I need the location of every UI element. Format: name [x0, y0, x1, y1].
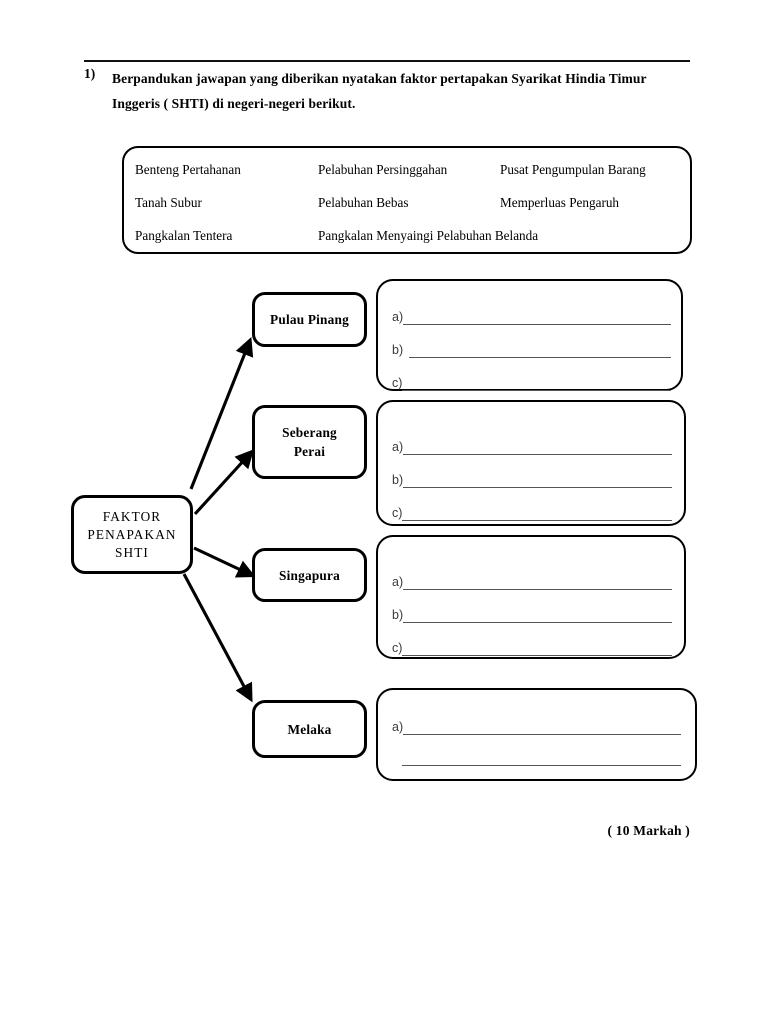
- arrow-to-melaka: [182, 573, 253, 703]
- answer-row[interactable]: c): [392, 358, 671, 391]
- state-label-line: Melaka: [287, 721, 332, 737]
- answer-lines: a) b) c): [392, 557, 672, 656]
- state-box-seberang-perai: Seberang Perai: [252, 405, 367, 479]
- answer-blank-line[interactable]: [403, 608, 672, 623]
- answer-tag: b): [392, 473, 404, 487]
- word-bank-item: Pelabuhan Persinggahan: [318, 162, 448, 177]
- answer-tag: b): [392, 343, 404, 357]
- state-label-line: Singapura: [279, 567, 340, 583]
- state-label-line: Pulau Pinang: [270, 312, 349, 327]
- answer-tag: a): [392, 310, 404, 324]
- word-bank-item: Pangkalan Tentera: [135, 228, 233, 243]
- state-box-singapura: Singapura: [252, 548, 367, 602]
- centre-node-text: FAKTOR PENAPAKAN SHTI: [74, 498, 190, 571]
- answer-tag: a): [392, 440, 404, 454]
- answer-blank-line[interactable]: [403, 440, 672, 455]
- answer-row[interactable]: b): [392, 455, 672, 488]
- answer-row[interactable]: a): [392, 422, 672, 455]
- answer-blank-line[interactable]: [402, 376, 671, 391]
- answer-blank-line[interactable]: [403, 310, 671, 325]
- question-block: 1) Berpandukan jawapan yang diberikan ny…: [84, 66, 694, 116]
- answer-row[interactable]: [392, 735, 681, 766]
- word-bank-grid: Benteng Pertahanan Pelabuhan Persinggaha…: [135, 158, 683, 257]
- answer-blank-line[interactable]: [403, 720, 681, 735]
- word-bank-item: Memperluas Pengaruh: [500, 195, 620, 210]
- state-box-melaka: Melaka: [252, 700, 367, 758]
- state-label: Seberang Perai: [282, 423, 337, 461]
- question-text: Berpandukan jawapan yang diberikan nyata…: [112, 71, 647, 111]
- word-bank-item: Pelabuhan Bebas: [318, 195, 409, 210]
- answer-blank-line[interactable]: [402, 641, 672, 656]
- centre-node-line-1: FAKTOR: [102, 508, 162, 524]
- answer-row[interactable]: a): [392, 557, 672, 590]
- centre-node-line-3: SHTI: [115, 544, 149, 560]
- word-bank-box: Benteng Pertahanan Pelabuhan Persinggaha…: [122, 146, 692, 254]
- state-label-line: Perai: [293, 444, 326, 459]
- word-bank-item: Benteng Pertahanan: [135, 162, 241, 177]
- marks-allocation: ( 10 Markah ): [607, 823, 690, 838]
- state-label-line: Seberang: [282, 425, 337, 440]
- word-bank-row: Tanah Subur Pelabuhan Bebas Memperluas P…: [135, 191, 683, 224]
- answer-tag: a): [392, 575, 404, 589]
- answer-row[interactable]: c): [392, 488, 672, 521]
- answer-box-singapura: a) b) c): [376, 535, 686, 659]
- answer-blank-line[interactable]: [402, 506, 672, 521]
- answer-lines: a) b) c): [392, 422, 672, 521]
- arrow-to-seberang-perai: [193, 449, 254, 516]
- answer-blank-line[interactable]: [409, 343, 671, 358]
- answer-tag: c): [392, 506, 403, 520]
- answer-tag: c): [392, 641, 403, 655]
- answer-tag: a): [392, 720, 404, 734]
- answer-row[interactable]: b): [392, 590, 672, 623]
- answer-tag: b): [392, 608, 404, 622]
- word-bank-row: Benteng Pertahanan Pelabuhan Persinggaha…: [135, 158, 683, 191]
- header-divider: [84, 60, 690, 62]
- question-number: 1): [84, 66, 96, 81]
- state-label: Singapura: [279, 566, 340, 585]
- word-bank-item: Pusat Pengumpulan Barang: [500, 162, 646, 177]
- arrow-to-pulau-pinang: [189, 337, 254, 490]
- state-label: Melaka: [287, 720, 331, 739]
- answer-blank-line[interactable]: [402, 751, 681, 766]
- answer-tag: c): [392, 376, 403, 390]
- answer-box-seberang-perai: a) b) c): [376, 400, 686, 526]
- answer-blank-line[interactable]: [403, 575, 672, 590]
- word-bank-row: Pangkalan Tentera Pangkalan Menyaingi Pe…: [135, 224, 683, 257]
- word-bank-item: Tanah Subur: [135, 195, 202, 210]
- centre-node-line-2: PENAPAKAN: [87, 526, 177, 542]
- answer-blank-line[interactable]: [403, 473, 672, 488]
- answer-lines: a) b) c): [392, 292, 671, 391]
- arrow-to-singapura: [193, 546, 256, 578]
- answer-row[interactable]: b): [392, 325, 671, 358]
- centre-node-faktor-penapakan-shti: FAKTOR PENAPAKAN SHTI: [71, 495, 193, 574]
- answer-box-melaka: a): [376, 688, 697, 781]
- word-bank-item: Pangkalan Menyaingi Pelabuhan Belanda: [318, 228, 539, 243]
- answer-lines: a): [392, 704, 681, 766]
- answer-row[interactable]: a): [392, 704, 681, 735]
- state-box-pulau-pinang: Pulau Pinang: [252, 292, 367, 347]
- answer-row[interactable]: c): [392, 623, 672, 656]
- state-label: Pulau Pinang: [270, 310, 349, 329]
- answer-box-pulau-pinang: a) b) c): [376, 279, 683, 391]
- answer-row[interactable]: a): [392, 292, 671, 325]
